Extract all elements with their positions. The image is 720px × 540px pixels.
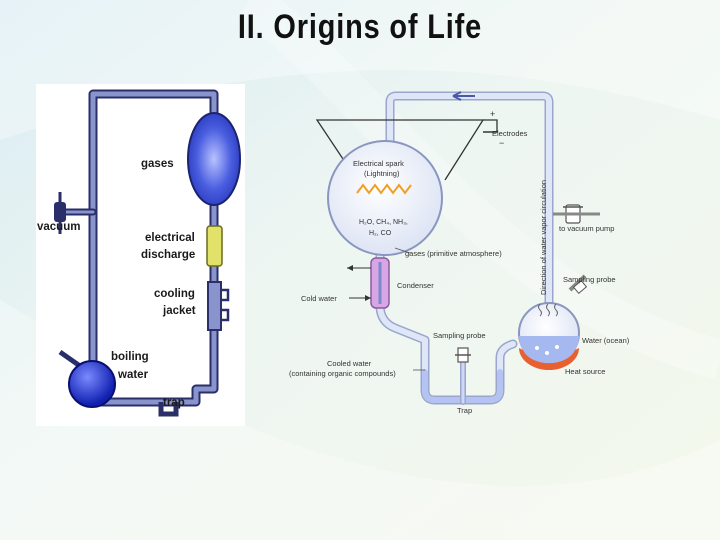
label-sampling-probe-bottom: Sampling probe [433, 331, 486, 340]
label-sampling-probe-top: Sampling probe [563, 275, 616, 284]
label-jacket: jacket [162, 305, 196, 317]
label-circulation-direction: Direction of water vapor circulation [539, 180, 548, 295]
label-electrode-plus: + [490, 109, 495, 119]
label-chemicals-2: H₂, CO [369, 230, 392, 237]
cooling-jacket [207, 281, 230, 331]
miller-urey-apparatus-left: gases vacuum electrical discharge coolin… [36, 84, 245, 426]
spark-zigzag [356, 183, 412, 195]
label-vacuum: vacuum [37, 221, 80, 233]
label-water-ocean: Water (ocean) [582, 336, 630, 345]
label-cooled-water-organic: (containing organic compounds) [289, 369, 396, 378]
vacuum-valve [54, 192, 66, 234]
label-spark: Electrical spark [353, 159, 404, 168]
ocean-flask [518, 302, 580, 366]
label-cooling: cooling [154, 288, 195, 300]
atmosphere-flask [327, 140, 443, 256]
label-cooled-water: Cooled water [327, 359, 372, 368]
label-discharge: discharge [141, 249, 195, 261]
glass-tubing [62, 89, 219, 407]
label-trap: Trap [457, 406, 472, 415]
electrode-wires [315, 119, 498, 181]
condenser [347, 257, 390, 309]
label-spark-lightning: (Lightning) [364, 169, 400, 178]
label-electrodes: Electrodes [492, 129, 528, 138]
label-chemicals: H₂O, CH₄, NH₃, [359, 219, 408, 226]
label-electrical: electrical [145, 232, 195, 244]
label-vacuum-pump: to vacuum pump [559, 224, 614, 233]
slide-title: II. Origins of Life [237, 8, 483, 46]
heat-source [519, 348, 579, 370]
label-heat-source: Heat source [565, 367, 605, 376]
sampling-probe-bottom [455, 347, 471, 363]
miller-urey-schematic-right: + − Electrodes Electrical spark (Lightni… [289, 91, 630, 415]
gases-leader [394, 247, 411, 254]
gases-flask [187, 112, 241, 206]
boiling-water-flask [58, 349, 116, 408]
label-gases: gases (primitive atmosphere) [405, 249, 502, 258]
label-water: water [117, 369, 149, 381]
sampling-probe-top [568, 274, 588, 294]
label-electrode-minus: − [499, 138, 504, 148]
flow-arrow-top [452, 91, 475, 101]
label-gases: gases [141, 158, 174, 170]
label-condenser: Condenser [397, 281, 434, 290]
label-cold-water: Cold water [301, 294, 337, 303]
trap-bend [158, 402, 179, 417]
label-boiling: boiling [111, 351, 149, 363]
vacuum-pump-valve [553, 204, 600, 224]
label-trap: trap [163, 397, 185, 409]
electrical-discharge-electrode [206, 225, 223, 267]
